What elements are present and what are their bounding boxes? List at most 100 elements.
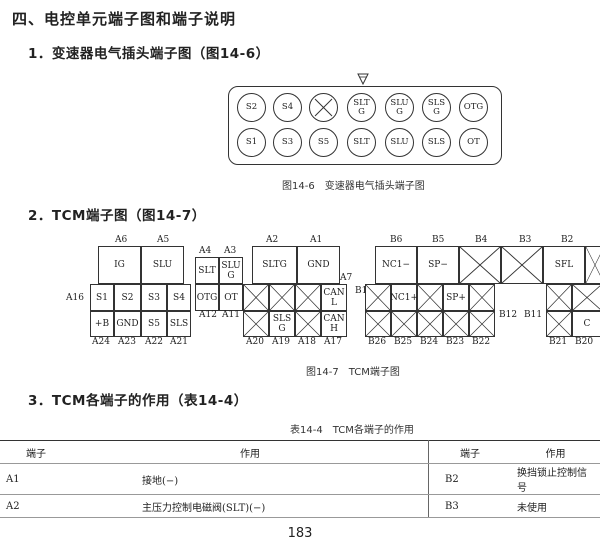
terminal-label: A2 (266, 235, 279, 245)
terminal-label: B25 (394, 337, 413, 347)
terminal-cell: SP+ (443, 284, 469, 311)
terminal-label: A3 (224, 246, 237, 256)
terminal-cell: SLT (195, 257, 219, 284)
terminal-label: A17 (324, 337, 342, 347)
table-row: A2 主压力控制电磁阀(SLT)(−) B3 未使用 (0, 494, 600, 518)
cross-icon (418, 285, 442, 310)
terminal-label: A19 (272, 337, 290, 347)
terminal-cell-unused (469, 284, 495, 311)
cross-icon (460, 247, 500, 283)
terminal-cell: SLS (167, 311, 191, 337)
terminal-cell-unused (365, 284, 391, 311)
terminal-cell: S3 (141, 284, 167, 311)
page-number: 183 (287, 526, 313, 541)
connector-pin-blank (309, 93, 338, 122)
table-cell: 接地(−) (72, 463, 429, 495)
terminal-label: A4 (199, 246, 212, 256)
cross-icon (392, 312, 416, 336)
table-header: 作用 (72, 440, 429, 464)
connector-pin: OTG (459, 93, 488, 122)
cross-icon (547, 285, 571, 310)
terminal-label: A23 (118, 337, 136, 347)
terminal-label: A5 (157, 235, 170, 245)
figure-caption-14-7: 图14-7 TCM端子图 (306, 367, 400, 378)
terminal-label: B6 (390, 235, 403, 245)
terminal-label: B2 (561, 235, 574, 245)
connector-pin: S1 (237, 128, 266, 157)
cross-icon (270, 285, 294, 310)
table-caption: 表14-4 TCM各端子的作用 (290, 425, 414, 436)
table-cell: 换挡锁止控制信号 (511, 463, 600, 495)
connector-pin: SLT G (347, 93, 376, 122)
cross-icon (502, 247, 542, 283)
terminal-cell-unused (295, 284, 321, 311)
terminal-cell: C (572, 311, 600, 337)
terminal-cell-unused (391, 311, 417, 337)
terminal-cell-unused (459, 246, 501, 284)
terminal-cell-unused (469, 311, 495, 337)
terminal-cell-unused (417, 311, 443, 337)
terminal-cell-unused (546, 311, 572, 337)
terminal-label: B26 (368, 337, 387, 347)
connector-pin: S4 (273, 93, 302, 122)
terminal-label: B4 (475, 235, 488, 245)
terminal-cell: CAN H (321, 311, 347, 337)
terminal-label: A1 (310, 235, 323, 245)
terminal-label: B11 (524, 310, 543, 320)
connector-pin: S5 (309, 128, 338, 157)
connector-pin: SLU (385, 128, 414, 157)
table-cell: B2 (428, 463, 511, 495)
cross-icon (444, 312, 468, 336)
terminal-cell: CAN L (321, 284, 347, 311)
cross-icon (547, 312, 571, 336)
terminal-cell: NC1− (375, 246, 417, 284)
cross-icon (418, 312, 442, 336)
terminal-label: A11 (222, 310, 240, 320)
terminal-label: A22 (145, 337, 163, 347)
transmission-connector-diagram: S2 S4 SLT G SLU G SLS G OTG S1 S3 S5 SLT… (228, 86, 502, 165)
connector-pin: S3 (273, 128, 302, 157)
terminal-cell-unused (585, 246, 600, 284)
cross-icon (470, 285, 494, 310)
table-header: 端子 (0, 440, 72, 464)
connector-pin: SLT (347, 128, 376, 157)
triangle-marker-icon (357, 73, 369, 86)
terminal-label: A18 (298, 337, 316, 347)
terminal-cell-unused (501, 246, 543, 284)
connector-pin: S2 (237, 93, 266, 122)
table-cell: A2 (0, 494, 72, 518)
cross-icon (296, 285, 320, 310)
cross-icon (573, 285, 600, 310)
connector-pin: OT (459, 128, 488, 157)
cross-icon (244, 312, 268, 336)
terminal-cell: SLU G (219, 257, 243, 284)
terminal-label: B24 (420, 337, 439, 347)
terminal-cell: OT (219, 284, 243, 311)
terminal-cell-unused (365, 311, 391, 337)
terminal-label: B20 (575, 337, 594, 347)
table-cell: B3 (428, 494, 511, 518)
terminal-cell: SFL (543, 246, 585, 284)
section-title: 四、电控单元端子图和端子说明 (12, 10, 237, 28)
terminal-cell-unused (243, 311, 269, 337)
terminal-cell: +B (90, 311, 114, 337)
terminal-label: B3 (519, 235, 532, 245)
cross-icon (470, 312, 494, 336)
table-cell: 未使用 (511, 494, 600, 518)
table-cell: A1 (0, 463, 72, 495)
terminal-label: B12 (499, 310, 518, 320)
terminal-cell: S5 (141, 311, 167, 337)
terminal-label: B21 (549, 337, 568, 347)
terminal-cell: SLS G (269, 311, 295, 337)
subsection-title-2: 2．TCM端子图（图14-7） (28, 208, 206, 224)
table-header-row: 端子 作用 端子 作用 (0, 440, 600, 464)
table-row: A1 接地(−) B2 换挡锁止控制信号 (0, 463, 600, 495)
cross-icon (586, 247, 600, 283)
terminal-cell-unused (546, 284, 572, 311)
terminal-label: B22 (472, 337, 491, 347)
terminal-cell: OTG (195, 284, 219, 311)
subsection-title-3: 3．TCM各端子的作用（表14-4） (28, 393, 248, 409)
terminal-label: A20 (246, 337, 264, 347)
connector-pin: SLS G (422, 93, 451, 122)
terminal-label: A7 (340, 273, 353, 283)
